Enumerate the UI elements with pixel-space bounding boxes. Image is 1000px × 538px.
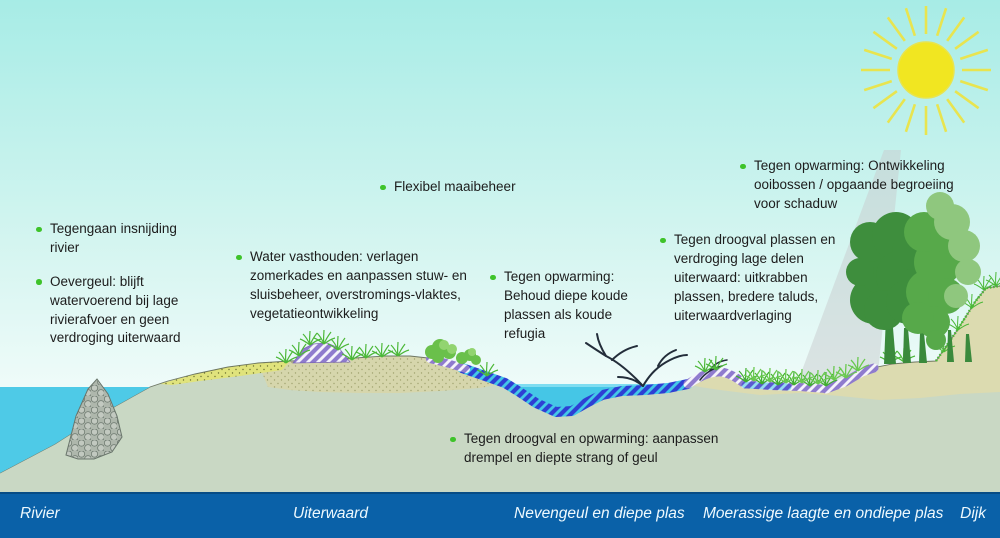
zone-label-rivier: Rivier	[20, 505, 60, 522]
zone-label-moerassige-laagte: Moerassige laagte en ondiepe plas	[703, 505, 944, 522]
channel-lining-blue	[457, 363, 693, 417]
annotation-maaibeheer: Flexibel maaibeheer	[380, 178, 590, 197]
dike-topsoil	[688, 286, 1000, 400]
annotation-item: Tegen droogval en opwarming: aanpassen d…	[450, 430, 750, 468]
zone-label-nevengeul: Nevengeul en diepe plas	[514, 505, 685, 522]
annotation-item: Tegen opwarming: Behoud diepe koude plas…	[490, 268, 642, 344]
tree-canopy-light	[926, 192, 981, 308]
annotation-item: Flexibel maaibeheer	[380, 178, 590, 197]
annotation-ooibossen: Tegen opwarming: Ontwikkeling ooibossen …	[740, 157, 982, 214]
annotation-item: Oevergeul: blijft watervoerend bij lage …	[36, 273, 198, 349]
trees	[846, 192, 981, 364]
talud-band-right	[821, 363, 879, 394]
annotation-item: Water vasthouden: verlagen zomerkades en…	[236, 248, 468, 324]
annotation-droogval-plassen: Tegen droogval plassen en verdroging lag…	[660, 231, 840, 325]
annotation-koude-refugia: Tegen opwarming: Behoud diepe koude plas…	[490, 268, 642, 344]
riprap-stones	[65, 378, 123, 460]
annotation-drempel: Tegen droogval en opwarming: aanpassen d…	[450, 430, 750, 468]
zone-bar: Rivier Uiterwaard Nevengeul en diepe pla…	[0, 492, 1000, 538]
annotation-water-vasthouden: Water vasthouden: verlagen zomerkades en…	[236, 248, 468, 324]
sand-strip-speckle	[160, 361, 290, 385]
annotation-item: Tegen droogval plassen en verdroging lag…	[660, 231, 840, 325]
annotation-item: Tegen opwarming: Ontwikkeling ooibossen …	[740, 157, 982, 214]
annotation-insnijding: Tegengaan insnijding rivier Oevergeul: b…	[36, 220, 198, 348]
floodplain-soil	[0, 286, 1000, 492]
zone-label-dijk: Dijk	[960, 505, 986, 522]
zone-label-uiterwaard: Uiterwaard	[293, 505, 368, 522]
vegetation	[275, 271, 1000, 387]
annotation-item: Tegengaan insnijding rivier	[36, 220, 198, 258]
marsh-band-blue	[741, 381, 792, 391]
kade-band-pool-mound	[683, 367, 750, 389]
sun-icon	[861, 6, 991, 135]
